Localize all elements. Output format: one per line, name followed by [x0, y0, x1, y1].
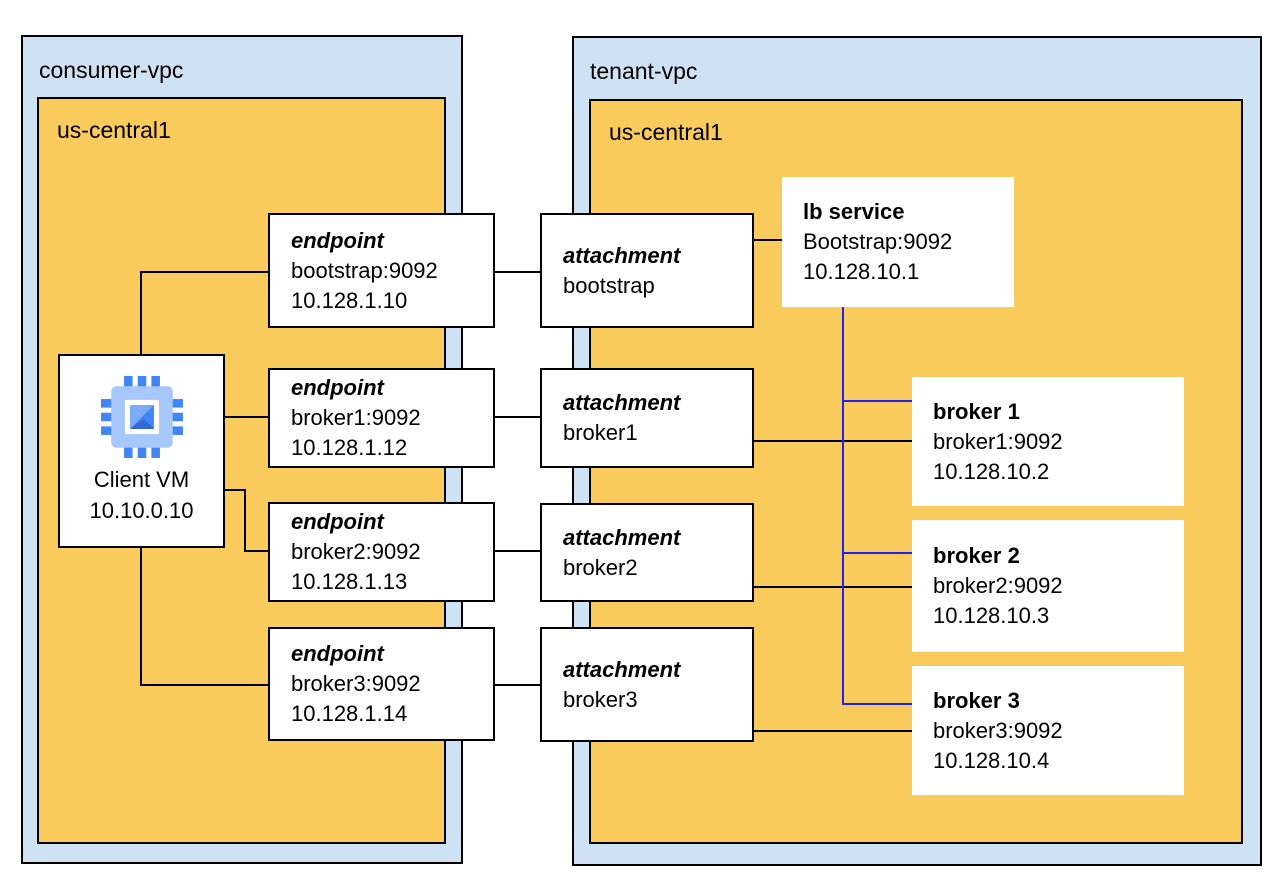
attachment-title: attachment	[563, 242, 681, 268]
attachment-name: broker2	[563, 554, 638, 580]
endpoint-address: broker2:9092	[291, 539, 421, 564]
tenant-region-label: us-central1	[609, 119, 723, 145]
lb-service-title: lb service	[803, 199, 905, 224]
consumer-vpc-label: consumer-vpc	[39, 57, 184, 83]
broker-title: broker 3	[933, 687, 1020, 713]
attachment-node-broker1: attachment broker1	[540, 368, 754, 468]
lb-service-node: lb service Bootstrap:9092 10.128.10.1	[782, 177, 1014, 307]
attachment-node-broker2: attachment broker2	[540, 503, 754, 602]
endpoint-title: endpoint	[291, 641, 384, 666]
attachment-title: attachment	[563, 390, 681, 415]
endpoint-ip: 10.128.1.10	[291, 287, 408, 313]
client-vm-name: Client VM	[93, 467, 190, 492]
endpoint-node-broker3: endpoint broker3:9092 10.128.1.14	[268, 627, 495, 741]
broker-node-1: broker 1 broker1:9092 10.128.10.2	[912, 377, 1184, 506]
broker-title: broker 2	[933, 543, 1020, 568]
client-vm-ip: 10.10.0.10	[89, 498, 194, 523]
client-vm-node: Client VM 10.10.0.10	[58, 354, 225, 548]
endpoint-ip: 10.128.1.13	[291, 569, 408, 594]
endpoint-address: broker1:9092	[291, 405, 421, 430]
attachment-name: broker1	[563, 420, 638, 445]
lb-service-ip: 10.128.10.1	[803, 259, 920, 284]
broker-ip: 10.128.10.2	[933, 458, 1050, 484]
endpoint-node-broker2: endpoint broker2:9092 10.128.1.13	[268, 502, 495, 602]
endpoint-node-bootstrap: endpoint bootstrap:9092 10.128.1.10	[268, 213, 495, 328]
broker-title: broker 1	[933, 398, 1020, 424]
attachment-node-bootstrap: attachment bootstrap	[540, 213, 754, 328]
endpoint-ip: 10.128.1.14	[291, 701, 408, 726]
consumer-region-label: us-central1	[57, 117, 171, 143]
attachment-title: attachment	[563, 656, 681, 682]
endpoint-title: endpoint	[291, 227, 384, 253]
endpoint-title: endpoint	[291, 509, 384, 534]
broker-node-2: broker 2 broker2:9092 10.128.10.3	[912, 520, 1184, 652]
broker-address: broker2:9092	[933, 573, 1063, 598]
endpoint-node-broker1: endpoint broker1:9092 10.128.1.12	[268, 368, 495, 468]
attachment-name: broker3	[563, 686, 638, 712]
broker-ip: 10.128.10.3	[933, 603, 1050, 628]
attachment-node-broker3: attachment broker3	[540, 627, 754, 742]
attachment-title: attachment	[563, 524, 681, 550]
endpoint-title: endpoint	[291, 375, 384, 400]
attachment-name: bootstrap	[563, 272, 655, 298]
lb-service-address: Bootstrap:9092	[803, 229, 953, 254]
broker-address: broker1:9092	[933, 428, 1063, 454]
broker-address: broker3:9092	[933, 717, 1063, 743]
endpoint-address: broker3:9092	[291, 671, 421, 696]
endpoint-address: bootstrap:9092	[291, 257, 438, 283]
broker-node-3: broker 3 broker3:9092 10.128.10.4	[912, 666, 1184, 795]
compute-chip-icon	[100, 376, 183, 458]
tenant-vpc-label: tenant-vpc	[590, 58, 698, 84]
endpoint-ip: 10.128.1.12	[291, 435, 408, 460]
broker-ip: 10.128.10.4	[933, 747, 1050, 773]
